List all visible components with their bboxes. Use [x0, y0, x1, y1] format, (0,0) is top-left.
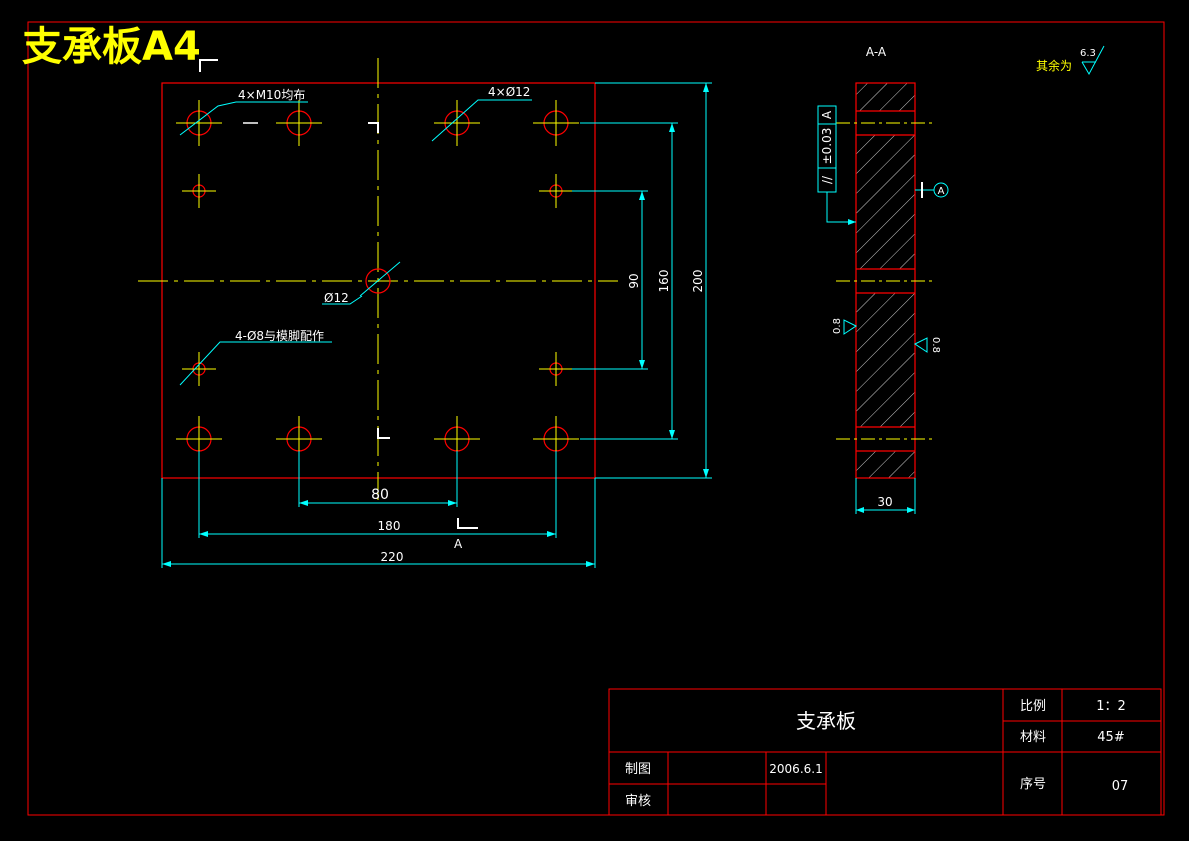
dimension-30	[855, 478, 916, 514]
tolerance-frame	[817, 105, 856, 223]
plan-view: 4×M10均布 4×Ø12 Ø12 4-Ø8与模脚配作 A 80 180 220…	[138, 58, 712, 568]
tolerance-datum: A	[820, 110, 834, 119]
dimension-lines	[161, 82, 712, 568]
dim-180: 180	[378, 519, 401, 533]
label-d12-holes: 4×Ø12	[488, 85, 530, 99]
section-view: A-A // ±0.03 A A 0.8 0.8	[817, 45, 949, 514]
label-m10-holes: 4×M10均布	[238, 88, 305, 102]
seq-value: 07	[1112, 779, 1129, 794]
dim-80: 80	[371, 487, 389, 503]
title-block	[608, 688, 1162, 816]
tolerance-symbol: //	[820, 175, 834, 184]
seq-label: 序号	[1020, 777, 1046, 792]
roughness-mark-right	[914, 337, 928, 353]
section-centerlines	[836, 122, 934, 440]
part-name: 支承板	[796, 709, 856, 733]
roughness-note-value: 6.3	[1080, 48, 1096, 59]
dim-200: 200	[691, 270, 705, 293]
roughness-mark-left	[843, 319, 857, 335]
label-center-hole: Ø12	[324, 291, 349, 305]
roughness-note: 其余为 6.3	[1036, 45, 1105, 76]
tolerance-value: ±0.03	[820, 128, 834, 165]
leaders	[179, 99, 532, 386]
material-value: 45#	[1097, 730, 1124, 745]
section-label: A-A	[866, 45, 887, 59]
drawn-date: 2006.6.1	[769, 762, 822, 776]
datum-flag-label: A	[938, 186, 945, 197]
roughness-note-label: 其余为	[1036, 58, 1072, 73]
label-d8-holes: 4-Ø8与模脚配作	[235, 328, 324, 343]
roughness-right-value: 0.8	[930, 337, 941, 353]
drawing-frame	[27, 21, 1165, 816]
roughness-left-value: 0.8	[832, 318, 843, 334]
material-label: 材料	[1020, 730, 1046, 745]
section-cut-marks	[199, 59, 478, 529]
datum-flag	[915, 182, 949, 198]
dim-90: 90	[627, 273, 641, 288]
dimension-arrows	[162, 83, 709, 567]
drawn-label: 制图	[625, 762, 651, 777]
checked-label: 审核	[625, 794, 651, 809]
hole-crosses	[176, 100, 579, 462]
dim-30: 30	[877, 495, 892, 509]
dim-160: 160	[657, 270, 671, 293]
section-hatch	[856, 83, 915, 478]
section-marker-label: A	[454, 537, 463, 551]
scale-value: 1：2	[1096, 699, 1126, 714]
drawing-title: 支承板A4	[22, 24, 201, 70]
dim-220: 220	[381, 550, 404, 564]
scale-label: 比例	[1020, 699, 1046, 714]
hole-center	[365, 268, 391, 294]
